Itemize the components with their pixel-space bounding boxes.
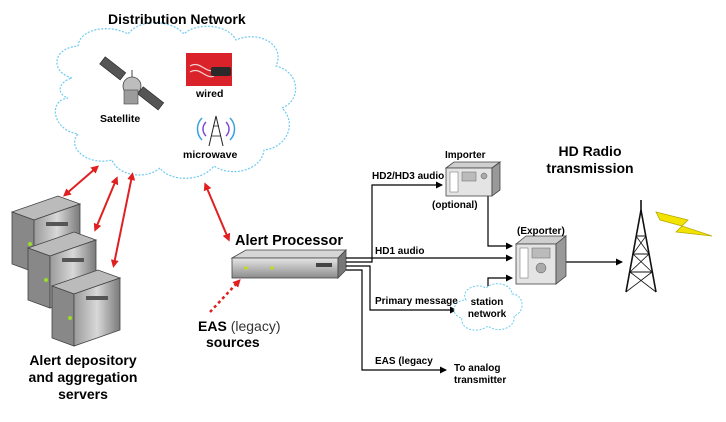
alert-processor-device [230,249,347,279]
alert-processor-label: Alert Processor [235,233,343,249]
eas-text: EAS [198,318,227,334]
eas-sources-label: sources [206,334,260,350]
microwave-tower-icon [196,115,236,147]
primary-message-link [346,265,457,314]
station-network-cloud [453,283,523,331]
eas-sources-arrow [209,279,241,313]
importer-label: Importer [445,150,486,161]
eas-legacy-link-label: EAS (legacy [375,356,433,367]
link-arrow-server1-cloud [62,165,100,197]
analog-transmitter-label: To analog transmitter [454,363,507,386]
transmission-tower-icon [625,200,657,293]
satellite-label: Satellite [100,113,141,125]
importer-device [444,161,502,197]
importer-to-exporter-link [487,196,513,250]
hd1-audio-label: HD1 audio [375,246,425,257]
link-arrow-cloud-alert-processor [203,182,231,242]
hd2-hd3-link [346,181,443,263]
microwave-label: microwave [183,149,238,161]
eas-legacy-link [346,269,447,374]
satellite-icon [99,56,165,111]
servers-label: Alert depository and aggregation servers [28,352,138,402]
wired-label: wired [196,88,224,100]
hd2-hd3-audio-label: HD2/HD3 audio [372,171,445,182]
eas-label: EAS (legacy) [198,318,280,334]
importer-optional-label: (optional) [432,200,478,211]
primary-message-label: Primary message [375,296,458,307]
distribution-network-cloud [54,22,297,179]
server-tower-3 [50,269,122,347]
link-arrow-server2-cloud [93,176,119,232]
hd-radio-transmission-label: HD Radio transmission [546,143,634,176]
eas-legacy-text: (legacy) [230,318,281,334]
wired-cable-icon [186,53,232,86]
distribution-network-title: Distribution Network [108,11,246,27]
exporter-label: (Exporter) [517,226,565,237]
lightning-bolt-icon [655,211,713,237]
link-arrow-server3-cloud [110,172,136,268]
station-network-label: station network [467,297,507,320]
exporter-device [514,235,568,285]
